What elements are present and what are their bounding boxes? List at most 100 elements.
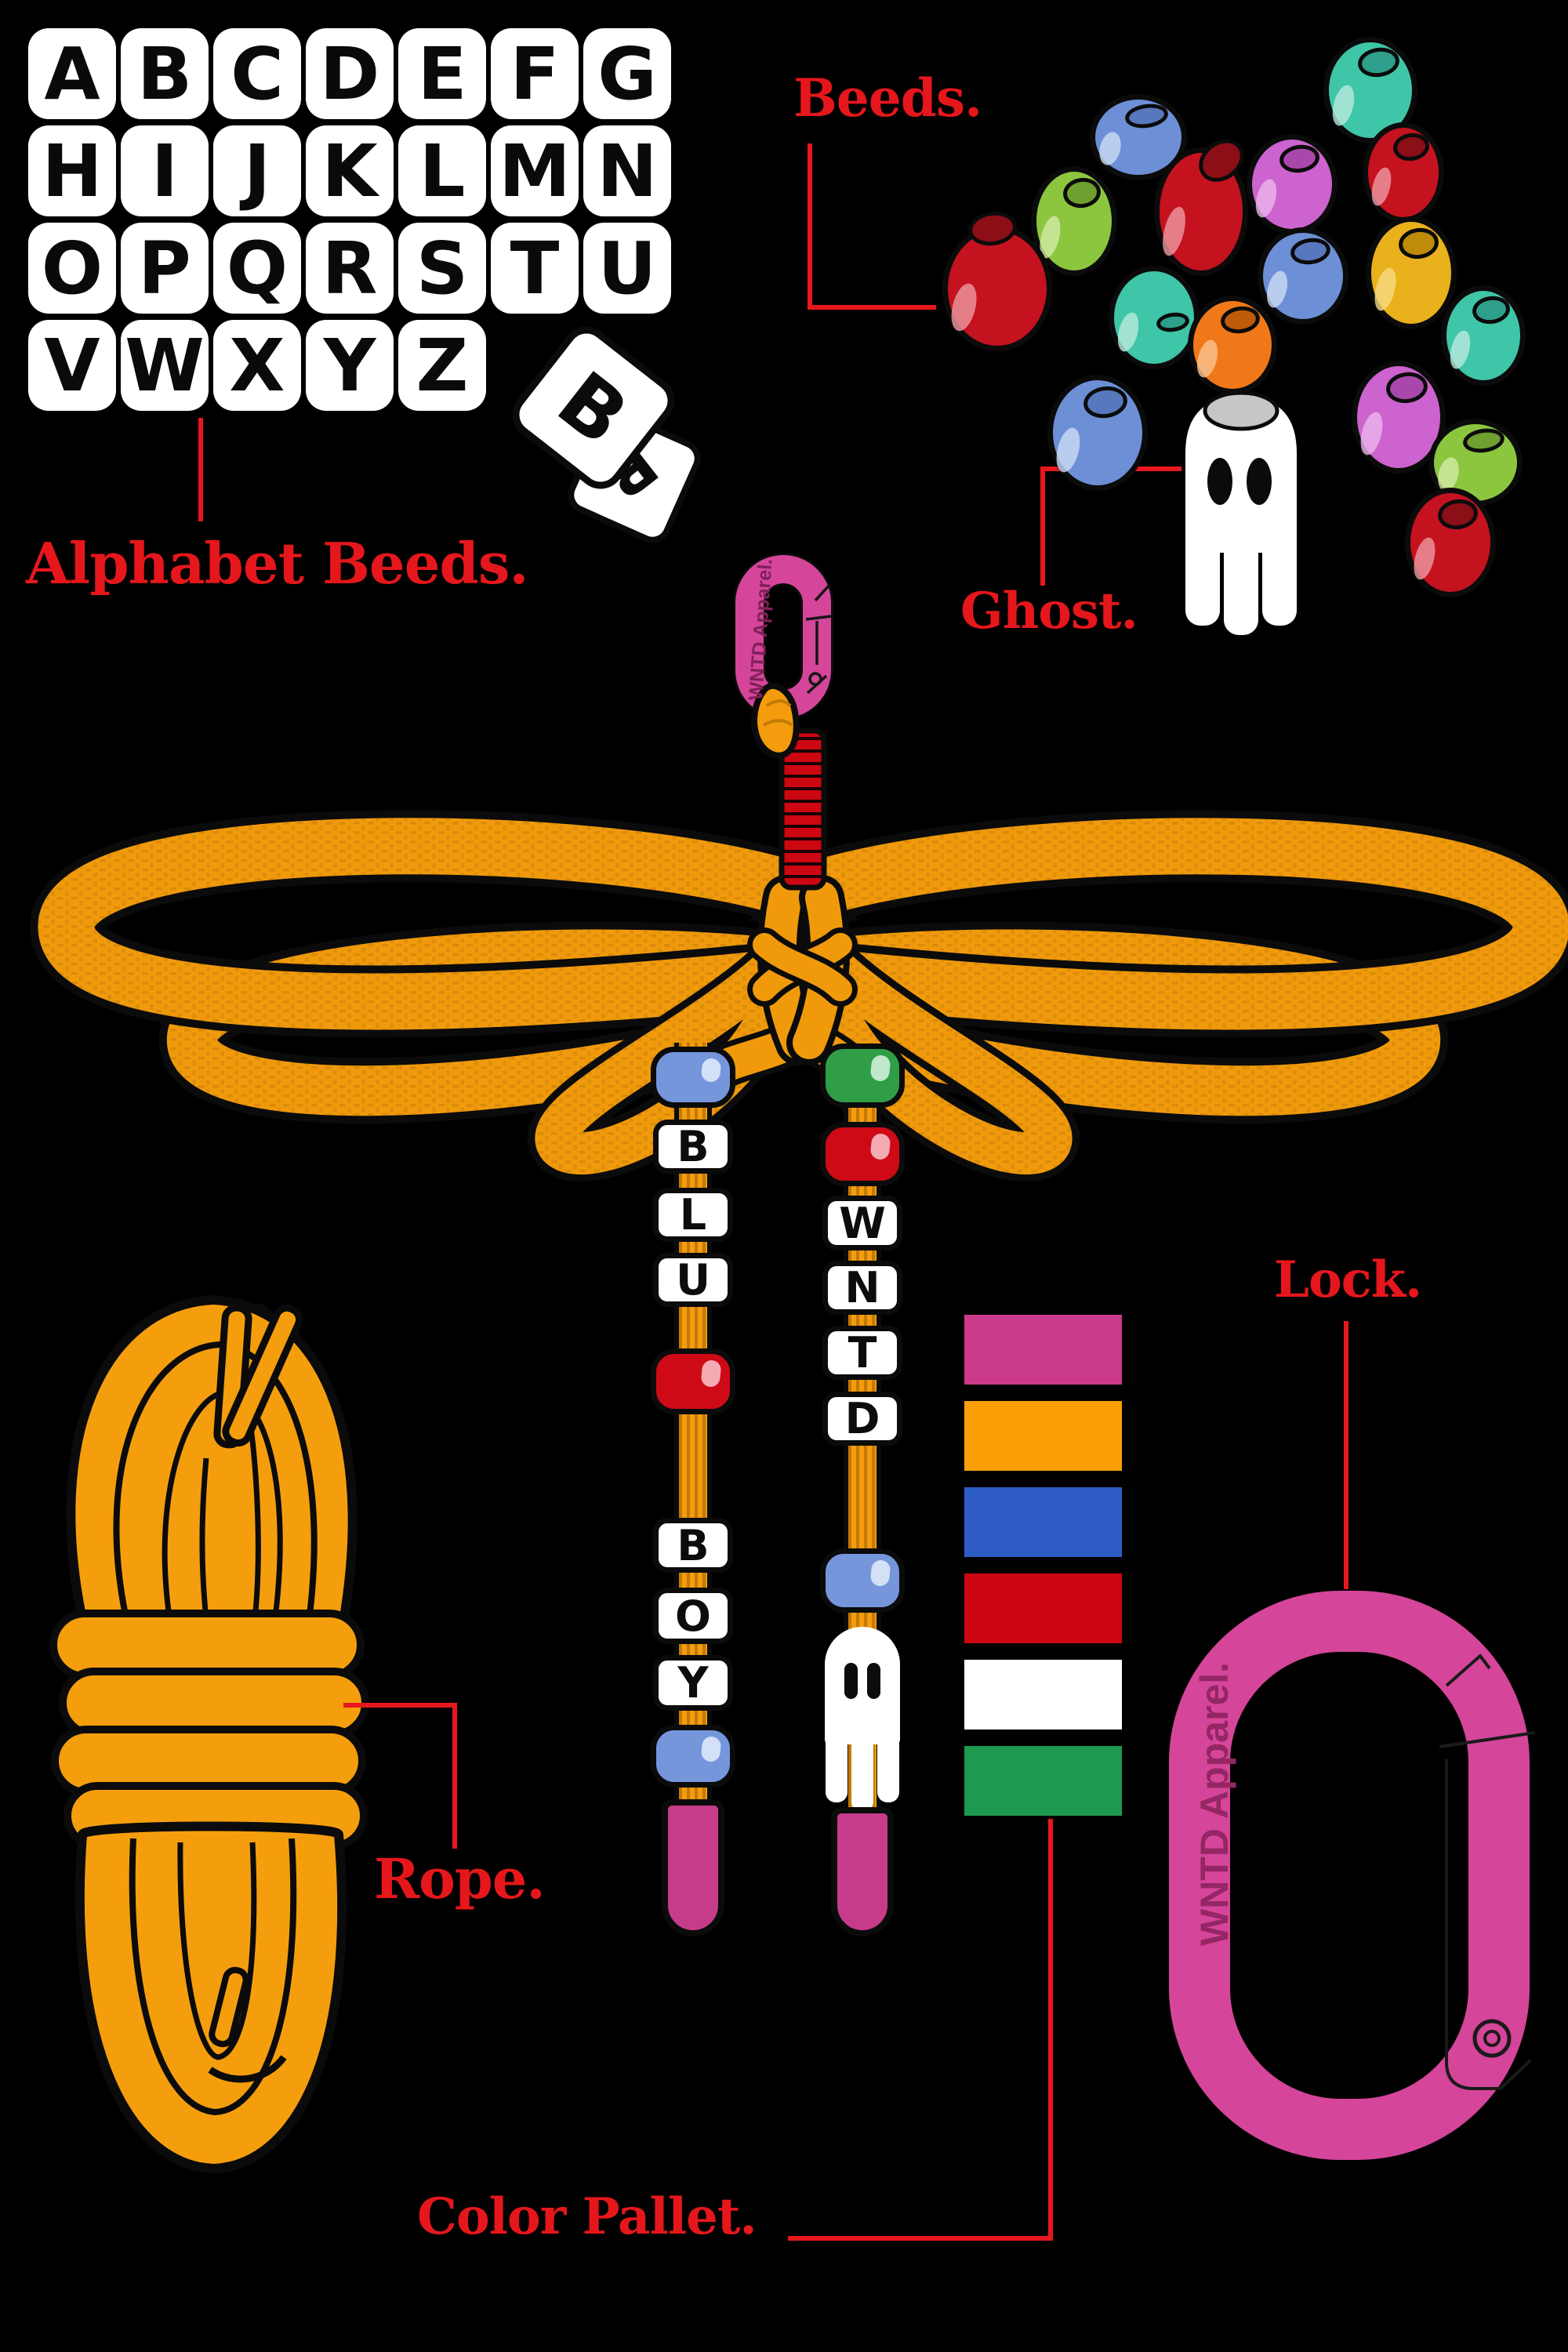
alphabet-tile-y: Y — [306, 320, 394, 411]
palette-swatch-3 — [964, 1573, 1122, 1643]
leader-line — [343, 1703, 457, 1708]
bead-orchid — [1247, 134, 1338, 234]
letter-cube-icon: B B — [512, 326, 701, 543]
alphabet-tile-o: O — [28, 223, 116, 314]
palette-swatch-0 — [964, 1315, 1122, 1385]
alphabet-tile-h: H — [28, 125, 116, 216]
lock-carabiner-icon: WNTD Apparel. — [1169, 1591, 1536, 2160]
letter-bead-t: T — [822, 1326, 902, 1380]
rope-coil-icon — [49, 1294, 369, 2174]
letter-bead-b: B — [653, 1518, 733, 1573]
alphabet-tile-z: Z — [398, 320, 486, 411]
ghost-eye — [844, 1663, 858, 1699]
label-lock: Lock. — [1274, 1250, 1422, 1309]
letter-bead-n: N — [822, 1261, 902, 1315]
strand-bead-red — [651, 1348, 735, 1414]
leader-line — [1040, 466, 1045, 586]
bead-red — [1363, 122, 1444, 223]
alphabet-tile-w: W — [121, 320, 209, 411]
bead-highlight — [700, 1735, 722, 1762]
letter-bead-l: L — [653, 1188, 733, 1242]
alphabet-tile-k: K — [306, 125, 394, 216]
label-ghost: Ghost. — [960, 582, 1138, 641]
leader-line — [1344, 1321, 1348, 1589]
alphabet-tile-d: D — [306, 28, 394, 119]
alphabet-tile-q: Q — [213, 223, 301, 314]
alphabet-tile-i: I — [121, 125, 209, 216]
letter-bead-y: Y — [653, 1655, 733, 1711]
alphabet-tile-r: R — [306, 223, 394, 314]
leader-line — [788, 2236, 1053, 2241]
palette-swatch-4 — [964, 1660, 1122, 1730]
ghost-leg — [877, 1738, 899, 1802]
leader-line — [808, 305, 936, 310]
label-rope: Rope. — [374, 1846, 546, 1911]
alphabet-tile-n: N — [583, 125, 671, 216]
bead-teal — [1109, 266, 1200, 369]
bead-orange — [1188, 296, 1277, 394]
alphabet-tile-g: G — [583, 28, 671, 119]
alphabet-tile-u: U — [583, 223, 671, 314]
alphabet-tile-m: M — [491, 125, 579, 216]
alphabet-tile-e: E — [398, 28, 486, 119]
ghost-icon — [1185, 390, 1297, 635]
alphabet-tile-x: X — [213, 320, 301, 411]
bead-highlight — [700, 1057, 722, 1083]
leader-line — [452, 1703, 457, 1849]
strand-bead-blue — [820, 1548, 905, 1613]
ghost-body — [825, 1627, 900, 1744]
leader-line — [808, 143, 812, 310]
palette-swatch-5 — [964, 1746, 1122, 1816]
letter-bead-o: O — [653, 1588, 733, 1644]
alphabet-tile-f: F — [491, 28, 579, 119]
top-carabiner-icon: WNTD Apparel. — [733, 553, 833, 759]
bead-red — [1405, 488, 1496, 597]
aglet-tip — [662, 1799, 724, 1936]
palette-swatch-2 — [964, 1487, 1122, 1557]
palette-swatch-1 — [964, 1401, 1122, 1471]
bead-teal — [1441, 285, 1526, 386]
letter-bead-b: B — [653, 1120, 733, 1174]
bead-blue — [1047, 375, 1148, 491]
letter-bead-w: W — [822, 1196, 902, 1250]
bead-blue — [1258, 227, 1348, 325]
strand-bead-blue — [651, 1047, 735, 1108]
bead-highlight — [869, 1132, 891, 1160]
alphabet-tile-c: C — [213, 28, 301, 119]
bead-highlight — [700, 1359, 722, 1388]
alphabet-tile-l: L — [398, 125, 486, 216]
whipping-wrap — [779, 728, 827, 891]
ghost-leg — [826, 1738, 848, 1802]
leader-line — [198, 418, 203, 521]
bead-gold — [1366, 216, 1457, 329]
bead-red — [942, 208, 1052, 351]
alphabet-tile-p: P — [121, 223, 209, 314]
aglet-tip — [831, 1807, 894, 1936]
bead-highlight — [869, 1559, 891, 1587]
strand-bead-blue — [651, 1725, 735, 1788]
alphabet-tile-j: J — [213, 125, 301, 216]
ghost-eye — [867, 1663, 880, 1699]
svg-text:WNTD Apparel.: WNTD Apparel. — [1192, 1662, 1236, 1946]
strand-bead-green — [820, 1044, 905, 1108]
ghost-leg — [851, 1738, 873, 1812]
ghost-bead — [825, 1627, 900, 1812]
leader-line — [1048, 1819, 1053, 2241]
label-alphabet-beads: Alphabet Beeds. — [26, 530, 528, 597]
alphabet-tile-b: B — [121, 28, 209, 119]
bead-red — [1154, 129, 1253, 276]
alphabet-tile-a: A — [28, 28, 116, 119]
letter-bead-u: U — [653, 1253, 733, 1307]
letter-bead-d: D — [822, 1392, 902, 1446]
bead-highlight — [869, 1054, 891, 1082]
label-color-pallet: Color Pallet. — [417, 2187, 757, 2246]
alphabet-tile-t: T — [491, 223, 579, 314]
strand-bead-red — [820, 1122, 905, 1186]
alphabet-tile-v: V — [28, 320, 116, 411]
alphabet-tile-s: S — [398, 223, 486, 314]
label-beads: Beeds. — [793, 67, 982, 129]
